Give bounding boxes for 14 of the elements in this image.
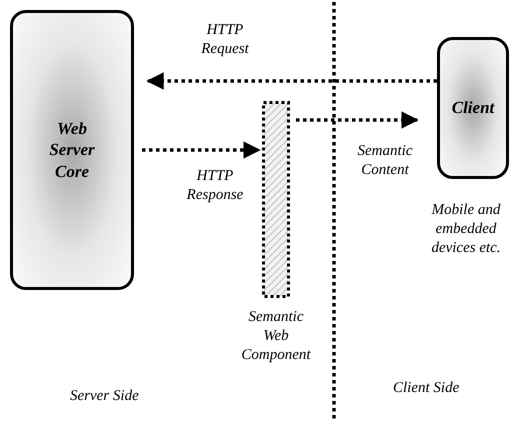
side-label: Client Side (393, 379, 460, 398)
server-box (10, 10, 134, 290)
side-label: Server Side (70, 387, 139, 406)
node-caption: Mobile and embedded devices etc. (430, 201, 502, 258)
arrow (146, 72, 437, 90)
edge-label: Semantic Content (356, 142, 414, 180)
node-label: Client (452, 97, 494, 119)
node-label: Semantic Web Component (240, 308, 312, 364)
edge-label: HTTP Response (186, 167, 244, 204)
edge-label: HTTP Request (200, 21, 250, 58)
client-box (437, 37, 509, 179)
arrow (142, 141, 261, 159)
node-label: Web Server Core (48, 118, 96, 182)
arrow (296, 111, 419, 129)
